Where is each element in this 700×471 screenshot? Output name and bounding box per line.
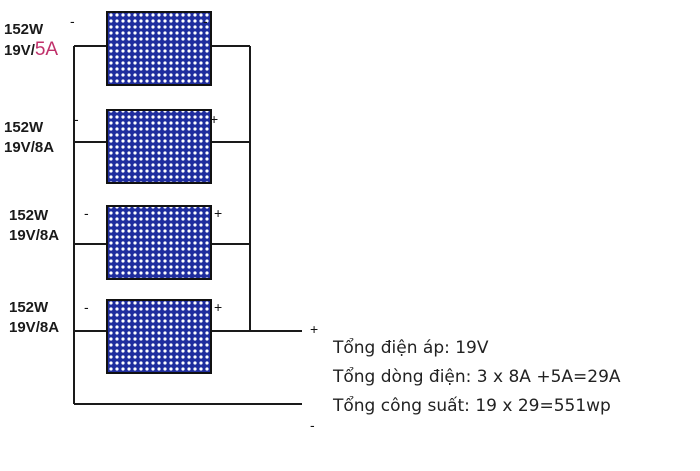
panel-4-neg-sign: - xyxy=(84,299,89,315)
panel-2-pos-sign: + xyxy=(210,111,219,127)
solar-panel-2 xyxy=(106,109,212,184)
total-voltage-text: Tổng điện áp: 19V xyxy=(333,338,489,358)
panel-2-power: 152W xyxy=(4,119,44,136)
panel-1-power: 152W xyxy=(4,21,44,38)
panel-4-power: 152W xyxy=(9,299,49,316)
panel-3-label: 152W 19V/8A xyxy=(9,206,59,246)
panel-1-spec: 19V/5A xyxy=(4,40,58,61)
panel-3-pos-sign: + xyxy=(214,205,223,221)
solar-panel-4 xyxy=(106,299,212,374)
panel-2-spec: 19V/8A xyxy=(4,139,55,156)
panel-4-label: 152W 19V/8A xyxy=(9,298,59,338)
panel-2-label: 152W 19V/8A xyxy=(4,118,54,158)
panel-1-voltage: 19V/ xyxy=(4,42,35,59)
totals-block: Tổng điện áp: 19V Tổng dòng điện: 3 x 8A… xyxy=(333,334,621,421)
panel-3-neg-sign: - xyxy=(84,205,89,221)
total-current-text: Tổng dòng điện: 3 x 8A +5A=29A xyxy=(333,367,621,387)
panel-1-pos-sign: - xyxy=(203,13,208,29)
panel-1-current: 5A xyxy=(34,39,59,60)
total-power-text: Tổng công suất: 19 x 29=551wp xyxy=(333,396,611,416)
panel-1-neg-sign: - xyxy=(70,13,75,29)
panel-3-power: 152W xyxy=(9,207,49,224)
panel-2-neg-sign: - xyxy=(74,111,79,127)
output-positive-sign: + xyxy=(310,321,319,337)
output-negative-sign: - xyxy=(310,417,315,433)
solar-panel-1 xyxy=(106,11,212,86)
panel-4-spec: 19V/8A xyxy=(9,319,60,336)
panel-1-label: 152W 19V/5A xyxy=(4,20,58,61)
solar-panel-3 xyxy=(106,205,212,280)
panel-3-spec: 19V/8A xyxy=(9,227,60,244)
panel-4-pos-sign: + xyxy=(214,299,223,315)
